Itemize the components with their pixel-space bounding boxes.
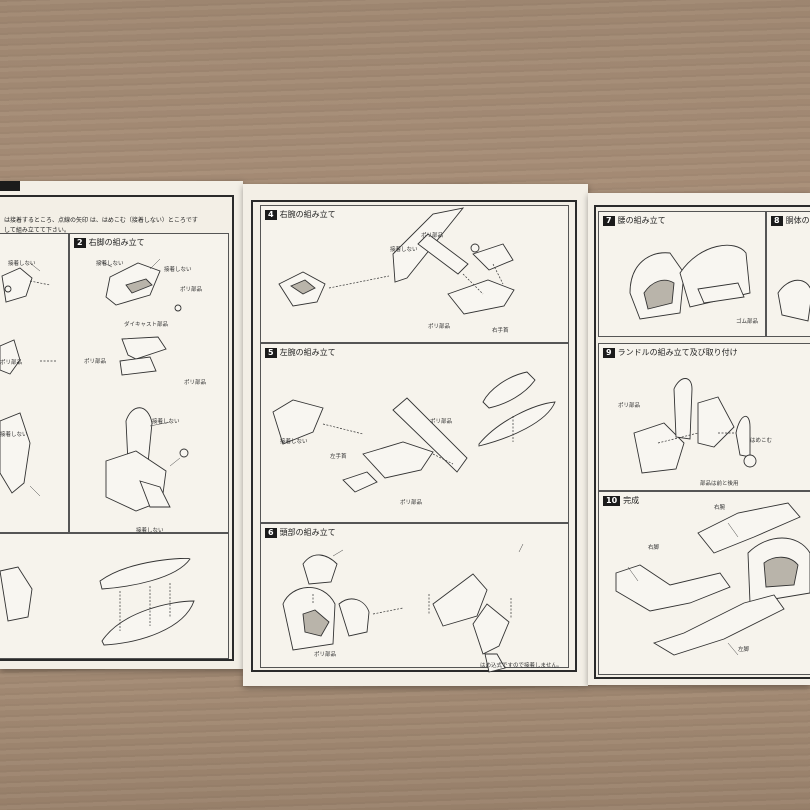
s4-noglue-label: 接着しない (390, 247, 418, 253)
s10-right-arm-label: 右腕 (714, 505, 726, 511)
label-poly-2: ポリ部品 (0, 360, 23, 366)
s6-note-label: はめ込式ですので接着しません。 (480, 663, 563, 669)
step-9-heading: 9 ランドルの組み立て及び取り付け (603, 347, 738, 358)
header-bar (0, 181, 20, 191)
label-noglue-4: 接着しない (0, 432, 28, 438)
step-6-title: 頭部の組み立て (279, 528, 336, 537)
step-2-title: 右脚の組み立て (88, 238, 145, 247)
step-10-heading: 10 完成 (603, 495, 639, 506)
label-noglue-6: 接着しない (136, 528, 164, 534)
step-4-heading: 4 右腕の組み立て (265, 209, 336, 220)
s9-note-label: 部品は前と後用 (700, 481, 739, 487)
middle-part-diagrams (272, 207, 556, 673)
step-10-title: 完成 (623, 496, 640, 505)
s4-poly-top-label: ポリ部品 (421, 233, 444, 239)
label-noglue-5: 接着しない (152, 419, 180, 425)
s9-fit-label: はめこむ (750, 438, 773, 444)
step-10-number: 10 (603, 495, 621, 506)
step-8-number: 8 (771, 215, 783, 226)
step-2-heading: 2 右脚の組み立て (74, 237, 145, 248)
step-2-number: 2 (74, 237, 86, 248)
label-poly-1: ポリ部品 (180, 287, 203, 293)
instruction-sheet-middle: 4 右腕の組み立て 5 左腕の組み立て 6 頭部の組み立て (243, 184, 588, 686)
label-noglue-1: 接着しない (8, 261, 36, 267)
label-noglue-3: 接着しない (164, 267, 192, 273)
s4-right-hand-label: 右手首 (492, 328, 509, 334)
s5-poly-label: ポリ部品 (430, 419, 453, 425)
s5-left-hand-label: 左手首 (330, 454, 347, 460)
s10-right-leg-label: 右脚 (648, 545, 660, 551)
s6-poly-label: ポリ部品 (314, 652, 337, 658)
step-8-title: 胴体の (785, 216, 810, 225)
step-5-heading: 5 左腕の組み立て (265, 347, 336, 358)
step-9-number: 9 (603, 347, 615, 358)
s5-noglue-label: 接着しない (280, 439, 308, 445)
right-sheet-frame (594, 205, 810, 679)
top-note-line2: して組み立てて下さい。 (4, 227, 70, 234)
step-4-box: 4 右腕の組み立て (260, 205, 569, 343)
step-6-number: 6 (265, 527, 277, 538)
instruction-sheet-right: 7 腰の組み立て 8 胴体の 9 ランドルの組み立て及び取り付け 10 完成 (588, 193, 810, 685)
middle-sheet-frame (251, 200, 577, 672)
s10-left-leg-label: 左脚 (738, 647, 750, 653)
step-7-number: 7 (603, 215, 615, 226)
step-7-heading: 7 腰の組み立て (603, 215, 666, 226)
s4-poly-bottom-label: ポリ部品 (428, 324, 451, 330)
label-diecast: ダイキャスト部品 (124, 322, 169, 328)
label-poly-4: ポリ部品 (184, 380, 207, 386)
left-part-diagrams (0, 258, 195, 646)
step-4-title: 右腕の組み立て (279, 210, 336, 219)
label-noglue-2: 接着しない (96, 261, 124, 267)
step-4-number: 4 (265, 209, 277, 220)
left-sheet-frame (0, 195, 234, 661)
step-9-title: ランドルの組み立て及び取り付け (617, 348, 738, 357)
step-7-title: 腰の組み立て (617, 216, 666, 225)
step-6-heading: 6 頭部の組み立て (265, 527, 336, 538)
top-note-line1: は接着するところ、点線の矢印 は、はめこむ（接着しない）ところです (4, 217, 198, 224)
right-part-diagrams (615, 244, 810, 656)
label-poly-3: ポリ部品 (84, 359, 107, 365)
step-8-heading: 8 胴体の (771, 215, 810, 226)
s5-poly2-label: ポリ部品 (400, 500, 423, 506)
instruction-sheet-left: は接着するところ、点線の矢印 は、はめこむ（接着しない）ところです して組み立て… (0, 181, 243, 669)
step-5-number: 5 (265, 347, 277, 358)
s9-poly-label: ポリ部品 (618, 403, 641, 409)
s7-rubber-label: ゴム部品 (736, 319, 759, 325)
step-5-title: 左腕の組み立て (279, 348, 336, 357)
